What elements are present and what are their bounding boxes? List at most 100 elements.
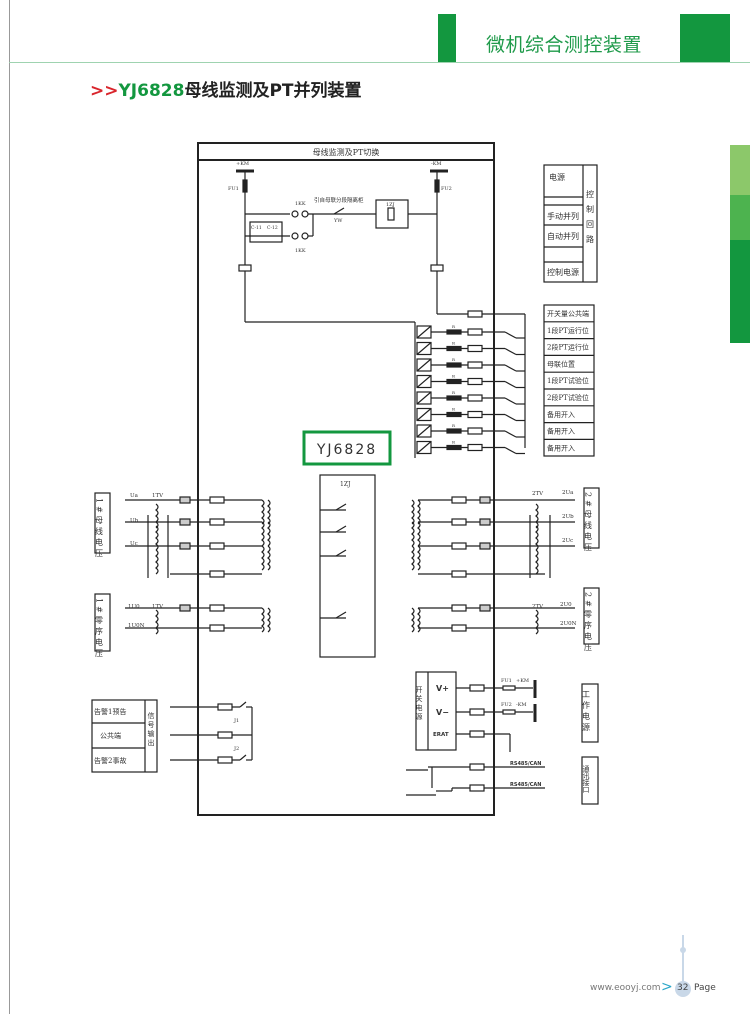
svg-text:FU1: FU1 xyxy=(228,186,239,192)
di-table-item: 备用开入 xyxy=(547,443,575,452)
switch-contact xyxy=(504,430,517,438)
optocoupler-diagonal xyxy=(416,375,432,388)
svg-text:引自母联分段隔离柜: 引自母联分段隔离柜 xyxy=(314,196,364,204)
transformer-coil-icon xyxy=(535,609,539,635)
di-table-item: 2段PT运行位 xyxy=(547,343,589,352)
svg-text:ERAT: ERAT xyxy=(433,732,449,738)
bus1-voltage-box: 1#母线电压 xyxy=(94,492,111,560)
resistor-icon xyxy=(446,428,462,434)
svg-text:FU2: FU2 xyxy=(441,186,452,192)
di-table-item: 1段PT试验位 xyxy=(547,376,589,385)
svg-text:1ZJ: 1ZJ xyxy=(386,202,395,208)
page-number: 32 xyxy=(677,983,689,993)
resistor-label: R xyxy=(452,341,456,346)
transformer-coil-icon xyxy=(261,607,265,633)
di-table-item: 开关量公共端 xyxy=(547,309,589,318)
zj-relay-box xyxy=(319,474,376,658)
svg-text:工作电源: 工作电源 xyxy=(582,690,591,734)
device-label: YJ6828 xyxy=(316,442,377,458)
bus2-voltage-box: 2#母线电压 xyxy=(583,487,600,554)
transformer-coil-icon xyxy=(261,499,265,525)
optocoupler-diagonal xyxy=(416,424,432,438)
fuse-icon xyxy=(179,496,191,504)
di-table-item: 1段PT运行位 xyxy=(547,326,589,335)
resistor-label: R xyxy=(452,407,456,412)
heading-model: YJ6828 xyxy=(118,81,185,101)
resistor-label: R xyxy=(452,390,456,395)
optocoupler-diagonal xyxy=(416,325,432,339)
switch-contact xyxy=(504,364,517,372)
transformer-coil-icon xyxy=(535,503,539,529)
signal-relays: J1 J2 xyxy=(170,701,253,764)
voltage-circuit xyxy=(125,496,575,635)
di-table-item: 备用开入 xyxy=(547,410,575,419)
transformer-coil-icon xyxy=(411,521,415,547)
optocoupler-diagonal xyxy=(416,342,432,355)
terminal xyxy=(209,570,225,578)
svg-text:J2: J2 xyxy=(233,746,239,752)
device-panel xyxy=(197,142,495,816)
di-table-item: 备用开入 xyxy=(547,427,575,436)
svg-text:1#零序电压: 1#零序电压 xyxy=(95,598,104,660)
svg-text:+KM: +KM xyxy=(516,678,529,684)
digital-input-table: 开关量公共端1段PT运行位2段PT运行位母联位置1段PT试验位2段PT试验位备用… xyxy=(543,304,595,457)
switch-contact xyxy=(504,413,517,422)
transformer-coil-icon xyxy=(411,545,415,571)
optocoupler-diagonal xyxy=(416,441,432,454)
footer-url[interactable]: www.eooyj.com xyxy=(590,983,661,993)
svg-text:2Ub: 2Ub xyxy=(562,514,574,520)
svg-text:信号输出: 信号输出 xyxy=(147,711,155,748)
svg-text:1#母线电压: 1#母线电压 xyxy=(95,498,104,560)
optocoupler-diagonal xyxy=(416,391,432,405)
fuse-icon xyxy=(179,542,191,550)
resistor-label: R xyxy=(452,374,456,379)
di-table-frame xyxy=(543,304,595,457)
di-table-item: 母联位置 xyxy=(547,359,575,368)
svg-text:2U0N: 2U0N xyxy=(560,621,577,627)
svg-text:1U0N: 1U0N xyxy=(128,623,145,629)
device-label-box xyxy=(302,430,392,466)
svg-text:FU2: FU2 xyxy=(501,702,512,708)
transformer-coil-icon xyxy=(411,499,415,525)
transformer-coil-icon xyxy=(417,499,421,525)
fuse-icon xyxy=(479,542,491,550)
heading-title: 母线监测及PT并列装置 xyxy=(184,81,362,101)
svg-text:C-11: C-11 xyxy=(251,225,262,231)
margin-line xyxy=(9,0,10,1014)
terminal xyxy=(209,542,225,550)
svg-text:告警2事故: 告警2事故 xyxy=(94,756,126,765)
svg-text:+KM: +KM xyxy=(236,161,249,167)
transformer-coil-icon xyxy=(267,499,271,525)
terminal xyxy=(209,496,225,504)
svg-text:-KM: -KM xyxy=(431,161,442,167)
svg-text:FU1: FU1 xyxy=(501,678,512,684)
header-accent-block xyxy=(680,14,730,62)
transformer-coil-icon xyxy=(417,607,421,633)
terminal xyxy=(209,518,225,526)
page-label: Page xyxy=(694,983,716,993)
resistor-label: R xyxy=(452,423,456,428)
svg-text:1TV: 1TV xyxy=(152,493,164,499)
signal-output-table: 告警1预告 公共端 告警2事故 信号输出 xyxy=(91,699,158,773)
svg-text:2#母线电压: 2#母线电压 xyxy=(584,492,593,554)
terminal xyxy=(451,496,467,504)
switch-contact xyxy=(504,331,517,339)
footer-arrow: > xyxy=(661,979,673,995)
control-circuit: +KM -KM FU1 FU2 1KK 1KK 引自母联分段隔离柜 YW 1ZJ… xyxy=(228,161,525,323)
resistor-icon xyxy=(446,329,462,335)
svg-text:手动并列: 手动并列 xyxy=(547,211,579,221)
svg-text:2Ua: 2Ua xyxy=(562,490,574,496)
relay-contact xyxy=(335,525,347,533)
svg-text:告警1预告: 告警1预告 xyxy=(94,707,126,716)
transformer-coil-icon xyxy=(155,609,159,635)
switch-contact xyxy=(504,380,517,389)
terminal xyxy=(209,604,225,612)
resistor-label: R xyxy=(452,440,456,445)
svg-text:Ua: Ua xyxy=(130,493,139,499)
fuse-icon xyxy=(479,518,491,526)
svg-text:1TV: 1TV xyxy=(152,604,164,610)
header-accent-bar xyxy=(438,14,456,62)
